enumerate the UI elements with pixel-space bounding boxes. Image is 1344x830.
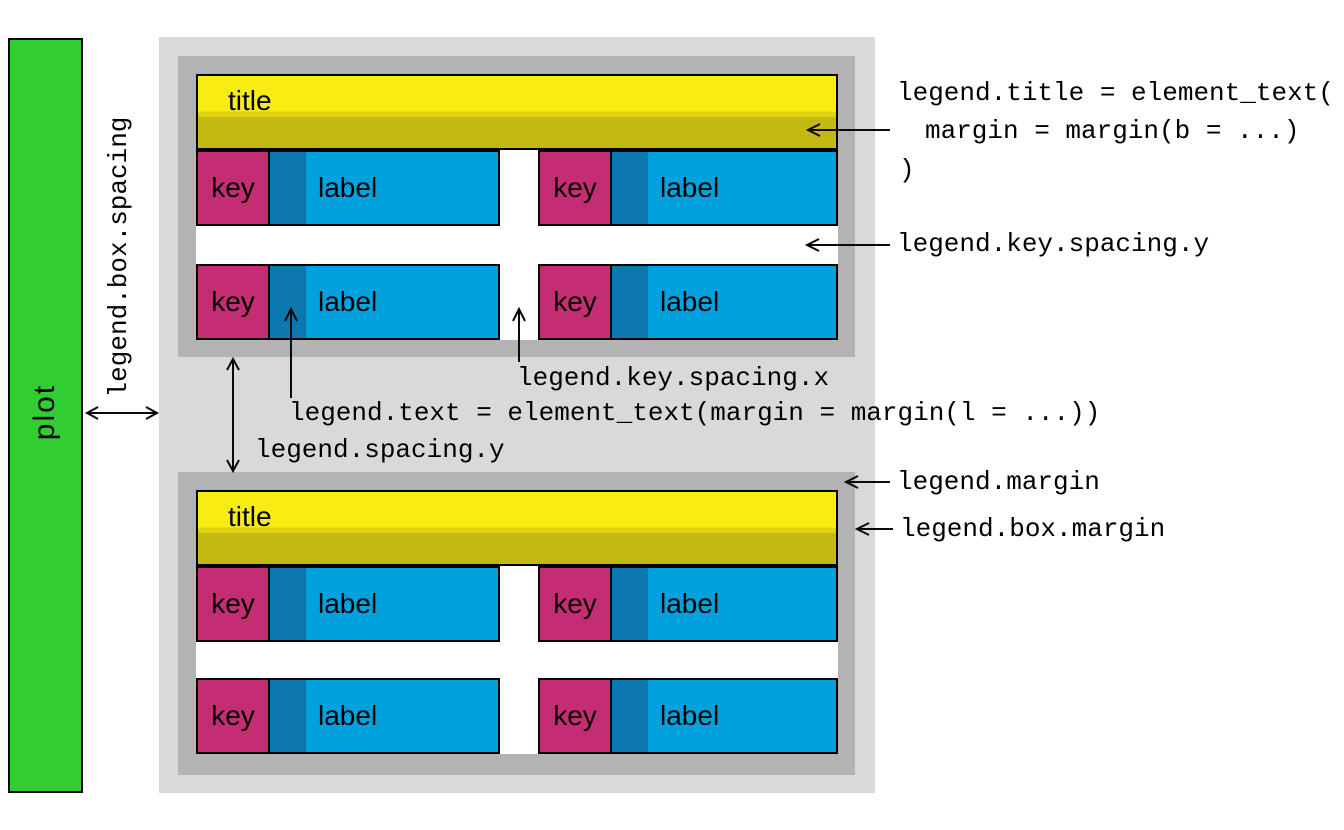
legend-label: label xyxy=(610,150,838,226)
legend-box-spacing-arrow xyxy=(84,406,160,420)
legend-label: label xyxy=(610,566,838,642)
legend-1: title key label key label key label xyxy=(178,56,855,357)
legend-key-spacing-x-annotation: legend.key.spacing.x xyxy=(517,363,830,393)
legend-spacing-y-annotation: legend.spacing.y xyxy=(255,435,505,465)
legend-key: key xyxy=(196,566,270,642)
legend-key: key xyxy=(196,678,270,754)
legend-label-text: label xyxy=(318,286,378,317)
legend-2: title key label key label key label xyxy=(178,472,855,775)
legend-2-title-block: title xyxy=(196,490,838,566)
legend-1-title-block: title xyxy=(196,74,838,150)
legend-label-text: label xyxy=(660,172,720,203)
label-left-margin-strip xyxy=(612,266,648,338)
legend-key-spacing-y-arrow xyxy=(804,238,890,252)
legend-key-spacing-x-arrow xyxy=(512,306,526,362)
legend-title-margin-annotation-line3: ) xyxy=(899,155,915,185)
legend-spacing-y-arrow xyxy=(226,356,240,474)
legend-label-text: label xyxy=(660,286,720,317)
legend-key-spacing-y-annotation: legend.key.spacing.y xyxy=(897,229,1210,259)
legend-2-row-2: key label key label xyxy=(196,678,838,754)
label-left-margin-strip xyxy=(612,680,648,752)
legend-1-title: title xyxy=(228,85,272,116)
legend-key: key xyxy=(538,678,612,754)
label-left-margin-strip xyxy=(270,266,306,338)
legend-label: label xyxy=(610,678,838,754)
label-left-margin-strip xyxy=(270,152,306,224)
label-left-margin-strip xyxy=(270,680,306,752)
legend-key: key xyxy=(538,566,612,642)
legend-label: label xyxy=(268,264,500,340)
legend-1-row-2: key label key label xyxy=(196,264,838,340)
legend-key: key xyxy=(538,264,612,340)
legend-box-spacing-label: legend.box.spacing xyxy=(104,116,134,398)
label-left-margin-strip xyxy=(270,568,306,640)
legend-margin-annotation: legend.margin xyxy=(897,467,1100,497)
legend-label-text: label xyxy=(318,172,378,203)
legend-label: label xyxy=(610,264,838,340)
plot-panel xyxy=(8,38,83,793)
legend-title-margin-arrow xyxy=(805,123,890,137)
legend-key: key xyxy=(196,150,270,226)
legend-label-text: label xyxy=(318,588,378,619)
legend-margin-arrow xyxy=(843,475,890,489)
label-left-margin-strip xyxy=(612,568,648,640)
plot-panel-label: plot xyxy=(28,383,61,441)
legend-2-content: title key label key label key label xyxy=(196,490,838,754)
legend-key: key xyxy=(538,150,612,226)
legend-box-margin-arrow xyxy=(854,522,893,536)
legend-label-text: label xyxy=(660,588,720,619)
legend-title-margin-annotation-line1: legend.title = element_text( xyxy=(897,78,1334,108)
legend-label: label xyxy=(268,566,500,642)
legend-label: label xyxy=(268,678,500,754)
legend-label: label xyxy=(268,150,500,226)
legend-label-text: label xyxy=(660,700,720,731)
legend-label-text: label xyxy=(318,700,378,731)
legend-key: key xyxy=(196,264,270,340)
legend-box-margin-annotation: legend.box.margin xyxy=(900,514,1166,544)
legend-2-row-1: key label key label xyxy=(196,566,838,642)
legend-2-title: title xyxy=(228,501,272,532)
legend-1-content: title key label key label key label xyxy=(196,74,838,340)
label-left-margin-strip xyxy=(612,152,648,224)
legend-1-row-1: key label key label xyxy=(196,150,838,226)
legend-text-margin-annotation: legend.text = element_text(margin = marg… xyxy=(289,398,1101,428)
legend-text-margin-arrow xyxy=(284,306,298,398)
legend-title-margin-annotation-line2: margin = margin(b = ...) xyxy=(925,116,1300,146)
